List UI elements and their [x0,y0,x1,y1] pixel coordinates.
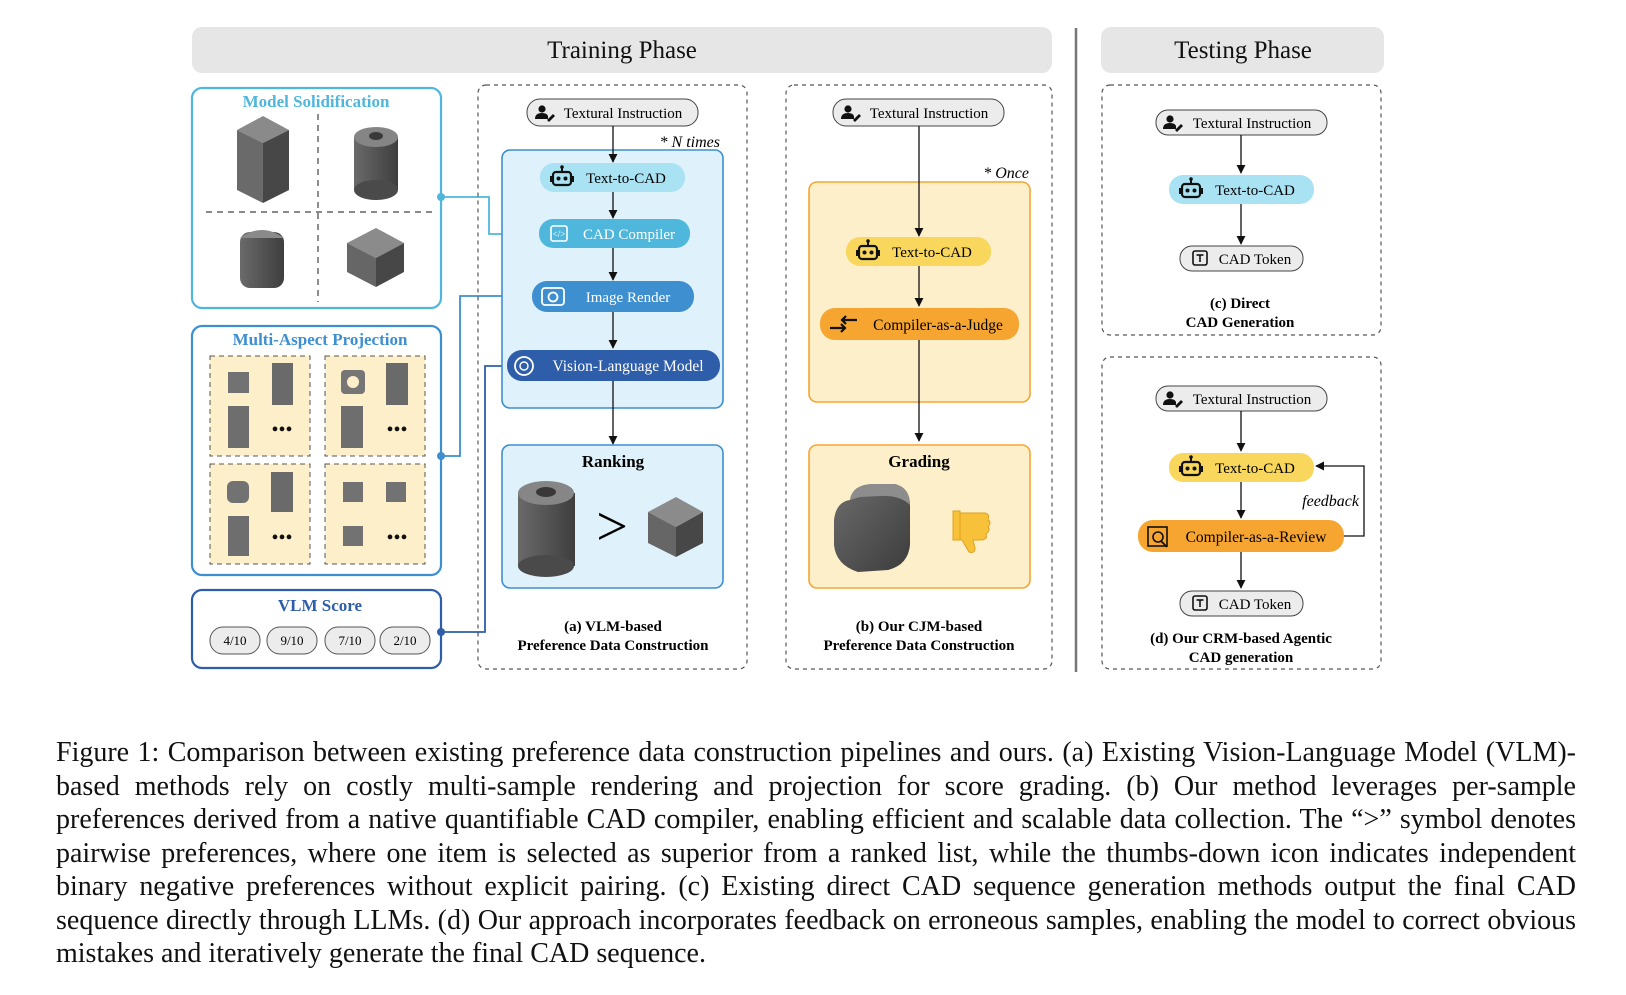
panel-a-instruction: Textural Instruction [526,98,699,127]
panel-a [477,84,748,670]
panel-d-instruction: Textural Instruction [1155,385,1328,412]
multi-aspect-projection-title: Multi-Aspect Projection [233,330,408,349]
panel-c-text-to-cad: Text-to-CAD [1169,175,1314,204]
panel-c-instruction: Textural Instruction [1155,109,1328,136]
ranking-cube [648,497,703,557]
training-phase-title: Training Phase [547,37,697,64]
svg-text:CAD Token: CAD Token [1219,597,1292,613]
svg-text:9/10: 9/10 [280,633,303,648]
openai-icon [514,356,534,376]
svg-text:Textural Instruction: Textural Instruction [1193,392,1312,408]
search-icon [1147,526,1168,547]
ellipsis-3: ••• [271,527,292,549]
panel-b-grading-title: Grading [888,452,950,471]
ranking-greater-than: > [596,496,628,558]
ellipsis-1: ••• [271,419,292,441]
score-pill-1: 4/10 [209,626,261,655]
svg-text:Text-to-CAD: Text-to-CAD [586,171,666,187]
code-icon [550,225,568,242]
svg-text:Text-to-CAD: Text-to-CAD [1215,183,1295,199]
panel-d-compiler-review: Compiler-as-a-Review [1138,520,1344,552]
figure-caption-text: Figure 1: Comparison between existing pr… [56,737,1576,969]
svg-text:Textural Instruction: Textural Instruction [870,106,989,122]
ranking-tube [518,481,575,577]
svg-text:Textural Instruction: Textural Instruction [1193,116,1312,132]
shape-tube [354,127,398,200]
svg-text:7/10: 7/10 [338,633,361,648]
panel-b-caption-1: (b) Our CJM-based [856,619,983,635]
panel-b [785,84,1053,670]
panel-b-compiler-judge: Compiler-as-a-Judge [820,308,1019,340]
svg-text:Text-to-CAD: Text-to-CAD [1215,461,1295,477]
ellipsis-2: ••• [386,419,407,441]
panel-d-text-to-cad: Text-to-CAD [1169,453,1314,482]
shape-rounded-prism [240,230,284,288]
score-pill-4: 2/10 [379,626,431,655]
svg-text:Vision-Language Model: Vision-Language Model [552,358,703,375]
svg-text:</>: </> [553,229,566,239]
panel-b-caption-2: Preference Data Construction [823,638,1015,654]
panel-c-caption-1: (c) Direct [1210,296,1270,312]
panel-a-vlm: Vision-Language Model [507,350,720,381]
panel-c [1101,84,1382,336]
testing-phase-header [1101,27,1384,73]
panel-d-cad-token: CAD Token [1179,590,1304,617]
shape-tall-box [237,116,289,203]
panel-b-once: * Once [983,165,1029,182]
panel-b-instruction: Textural Instruction [832,98,1005,127]
svg-text:CAD Compiler: CAD Compiler [583,227,675,243]
panel-d [1101,356,1382,670]
testing-phase-title: Testing Phase [1174,37,1312,64]
panel-a-caption-2: Preference Data Construction [517,638,709,654]
projection-tile-3: ••• [209,463,311,565]
grading-rounded-block [834,484,910,572]
projection-tile-2: ••• [324,355,426,457]
score-pill-3: 7/10 [324,626,376,655]
panel-b-text-to-cad: Text-to-CAD [846,237,991,266]
connector-lines [437,193,541,636]
exchange-icon [830,323,847,333]
training-phase-header [192,27,1052,73]
ellipsis-4: ••• [386,527,407,549]
figure-caption: Figure 1: Comparison between existing pr… [56,736,1576,971]
panel-a-text-to-cad: Text-to-CAD [540,163,685,192]
feedback-label: feedback [1302,493,1360,510]
panel-a-ranking-title: Ranking [582,452,645,471]
shape-cube [347,228,404,287]
svg-text:Text-to-CAD: Text-to-CAD [892,245,972,261]
panel-a-caption-1: (a) VLM-based [564,619,662,635]
panel-a-times: * N times [660,134,720,151]
projection-tile-4: ••• [324,463,426,565]
projection-tile-1: ••• [209,355,311,457]
svg-text:Compiler-as-a-Judge: Compiler-as-a-Judge [873,317,1003,334]
feedback-arrow [1315,461,1365,537]
model-solidification-panel [190,86,443,310]
svg-text:2/10: 2/10 [393,633,416,648]
camera-icon [541,287,565,306]
panel-d-caption-1: (d) Our CRM-based Agentic [1150,631,1332,647]
figure-diagram: Training Phase Testing Phase Model Solid… [190,27,1384,672]
thumbs-down-icon [952,510,991,553]
score-pill-2: 9/10 [266,626,318,655]
vlm-score-title: VLM Score [278,596,363,615]
svg-text:Image Render: Image Render [586,290,671,306]
svg-text:4/10: 4/10 [223,633,246,648]
figure: Training Phase Testing Phase Model Solid… [190,27,1384,672]
svg-text:Compiler-as-a-Review: Compiler-as-a-Review [1186,529,1328,546]
svg-text:CAD Token: CAD Token [1219,252,1292,268]
svg-text:Textural Instruction: Textural Instruction [564,106,683,122]
panel-a-cad-compiler: </> CAD Compiler [539,219,690,248]
panel-a-image-render: Image Render [532,281,694,312]
panel-c-cad-token: CAD Token [1179,245,1304,272]
model-solidification-title: Model Solidification [243,92,390,111]
panel-c-caption-2: CAD Generation [1186,315,1295,331]
panel-d-caption-2: CAD generation [1189,650,1294,666]
